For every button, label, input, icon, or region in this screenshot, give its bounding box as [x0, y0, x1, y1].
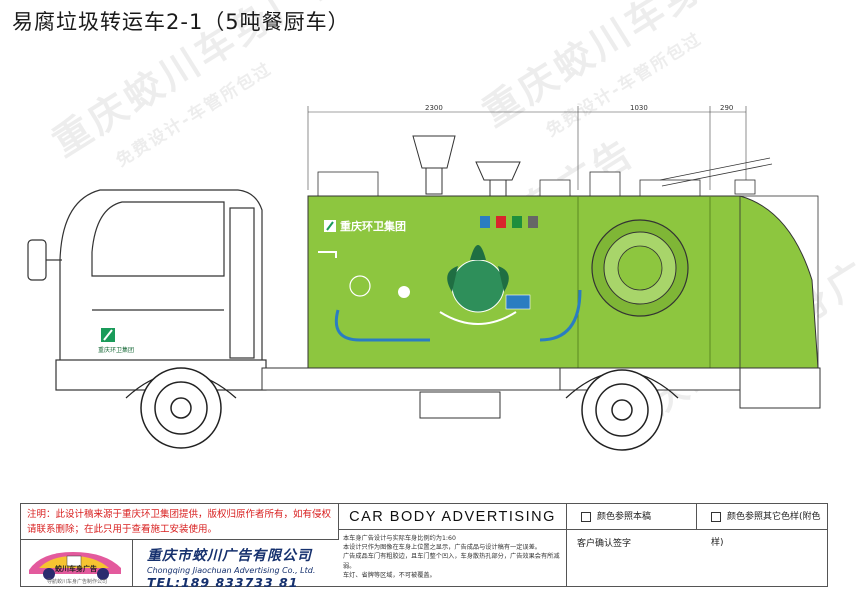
page-title: 易腐垃圾转运车2-1（5吨餐厨车） [12, 10, 350, 34]
company-phone: TEL:189 833733 81 [147, 575, 299, 590]
note-line: 本设计只作为图像在车身上位置之显示，广告成品与设计稿有一定误差。 [343, 544, 541, 552]
chassis [261, 367, 821, 419]
copyright-notice: 注明：此设计稿来源于重庆环卫集团提供，版权归原作者所有，如有侵权请联系删除；在此… [21, 504, 339, 540]
dimension-label: 290 [720, 104, 733, 112]
hopper [412, 135, 521, 199]
company-name-cn: 重庆市蛟川广告有限公司 [147, 548, 312, 564]
logo-subtext: 导航蛟川车身广告制作公司 [47, 579, 108, 585]
customer-signature[interactable]: 客户确认签字 [567, 530, 827, 586]
cab-brand-text: 重庆环卫集团 [98, 346, 134, 354]
option-label: 颜色参照其它色样(附色样) [711, 512, 821, 548]
truck-drawing: 2300 1030 290 [27, 104, 821, 451]
body-brand-text: 重庆环卫集团 [340, 219, 406, 233]
truck-cab [27, 189, 267, 391]
car-logo-icon [29, 552, 121, 580]
color-option-this-draft[interactable]: 颜色参照本稿 [567, 504, 697, 530]
cab-logo: 重庆环卫集团 [98, 328, 134, 354]
dimension-label: 2300 [425, 104, 443, 112]
design-notes: 本车身广告设计与实际车身比例约为1:60 本设计只作为图像在车身上位置之显示，广… [339, 530, 567, 586]
note-line: 广告成品车门有粗胶边，且车门整个凹入，车身散热孔部分，广告效果会有所减弱。 [343, 553, 560, 570]
note-line: 车灯、省牌等区域，不可被覆盖。 [343, 571, 436, 579]
signature-label: 客户确认签字 [577, 539, 632, 549]
logo-text: 蛟川车身广告 [55, 565, 97, 573]
car-body-advertising-heading: CAR BODY ADVERTISING [339, 504, 567, 530]
top-equipment [317, 157, 773, 199]
checkbox-icon[interactable] [581, 511, 591, 522]
note-line: 本车身广告设计与实际车身比例约为1:60 [343, 535, 456, 542]
company-name-en: Chongqing Jiaochuan Advertising Co., Ltd… [147, 566, 316, 575]
dimension-label: 1030 [630, 104, 648, 112]
checkbox-icon[interactable] [711, 511, 721, 522]
truck-body: 重庆环卫集团 [307, 195, 819, 369]
front-wheel [125, 367, 237, 449]
dimension-lines [307, 106, 747, 190]
company-info: 重庆市蛟川广告有限公司 Chongqing Jiaochuan Advertis… [133, 540, 333, 590]
color-option-other-sample[interactable]: 颜色参照其它色样(附色样) [697, 504, 827, 548]
company-logo: 蛟川车身广告 导航蛟川车身广告制作公司 [21, 540, 133, 586]
option-label: 颜色参照本稿 [597, 512, 652, 522]
info-panel: 注明：此设计稿来源于重庆环卫集团提供，版权归原作者所有，如有侵权请联系删除；在此… [20, 503, 828, 590]
rear-wheel [565, 369, 679, 451]
